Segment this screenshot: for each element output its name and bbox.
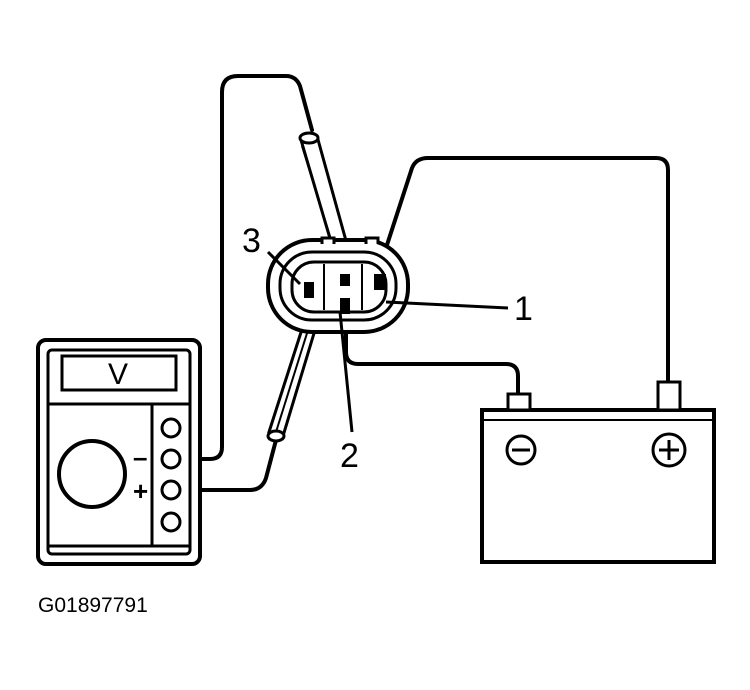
connector xyxy=(266,236,410,334)
meter-display-text: V xyxy=(108,358,128,391)
jack-minus xyxy=(160,448,182,470)
figure-code: G01897791 xyxy=(38,594,148,617)
terminal-3 xyxy=(304,282,314,298)
multimeter xyxy=(36,338,202,566)
label-terminal-3: 3 xyxy=(242,222,261,260)
wire-negative xyxy=(344,316,520,396)
wire-positive xyxy=(384,156,670,384)
battery-positive-post xyxy=(656,380,682,412)
meter-plus-label: + xyxy=(133,476,148,506)
battery-negative-post xyxy=(506,392,532,412)
jack-plus xyxy=(160,479,182,501)
jack-4 xyxy=(160,511,182,533)
label-terminal-2: 2 xyxy=(340,437,359,475)
meter-dial xyxy=(57,439,127,509)
wire-meter-minus xyxy=(182,74,314,461)
leader-3 xyxy=(266,250,302,286)
terminal-1 xyxy=(374,274,386,290)
meter-minus-label: – xyxy=(133,442,147,472)
jack-1 xyxy=(160,417,182,439)
leader-2 xyxy=(338,311,354,433)
label-terminal-1: 1 xyxy=(514,290,533,328)
battery xyxy=(480,380,716,564)
terminal-2 xyxy=(340,298,350,314)
meter-display xyxy=(60,354,178,392)
leader-1 xyxy=(385,300,509,310)
terminal-2-top xyxy=(340,274,350,286)
wire-meter-plus xyxy=(182,438,278,492)
